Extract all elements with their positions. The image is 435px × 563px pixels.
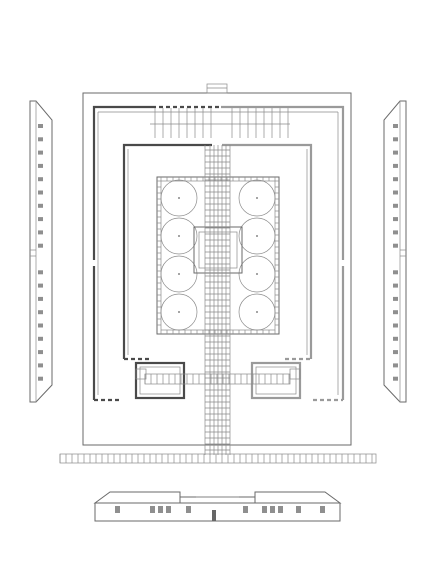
- garden-bed: [160, 179, 198, 217]
- front-elevation: [93, 491, 342, 522]
- elevation-window: [166, 506, 171, 513]
- top-gatehouse: [206, 83, 228, 94]
- elevation-window: [38, 323, 43, 328]
- elevation-window: [38, 137, 43, 142]
- elevation-window: [115, 506, 120, 513]
- elevation-window: [393, 203, 398, 208]
- elevation-window: [38, 124, 43, 128]
- left-corner-pavilion: [134, 361, 186, 400]
- elevation-window: [158, 506, 163, 513]
- outer-building-walls: [92, 105, 345, 402]
- right-side-elevation: [383, 100, 407, 403]
- elevation-window: [393, 150, 398, 155]
- elevation-window: [243, 506, 248, 513]
- elevation-window: [393, 137, 398, 142]
- garden-bed: [238, 217, 276, 255]
- elevation-window: [38, 336, 43, 341]
- elevation-window: [393, 243, 398, 248]
- front-elevation-windows: [115, 506, 325, 513]
- right-corner-pavilion: [250, 361, 302, 400]
- lower-crossing-walkway: [144, 373, 291, 385]
- elevation-window: [38, 203, 43, 208]
- elevation-window: [186, 506, 191, 513]
- inner-building-walls: [122, 143, 313, 361]
- front-door: [212, 510, 216, 521]
- site-plan: [59, 83, 377, 464]
- elevation-window: [393, 283, 398, 288]
- elevation-window: [393, 217, 398, 222]
- elevation-window: [38, 363, 43, 368]
- garden-bed: [160, 217, 198, 255]
- elevation-window: [38, 310, 43, 315]
- elevation-window: [38, 296, 43, 301]
- elevation-window: [38, 350, 43, 355]
- elevation-window: [150, 506, 155, 513]
- elevation-window: [38, 190, 43, 195]
- left-side-elevation: [29, 100, 53, 403]
- elevation-window: [393, 190, 398, 195]
- elevation-window: [393, 376, 398, 381]
- elevation-window: [393, 270, 398, 275]
- courtyard-grid-ticks: [157, 177, 279, 334]
- garden-bed: [238, 255, 276, 293]
- elevation-window: [262, 506, 267, 513]
- garden-bed: [238, 293, 276, 331]
- garden-bed: [160, 255, 198, 293]
- right-elevation-windows: [393, 124, 398, 381]
- elevation-window: [393, 230, 398, 235]
- garden-bed: [160, 293, 198, 331]
- elevation-window: [38, 163, 43, 168]
- elevation-window: [38, 283, 43, 288]
- elevation-window: [393, 124, 398, 128]
- top-passage-ribs: [150, 108, 290, 138]
- boundary-fence: [59, 453, 377, 464]
- elevation-window: [38, 270, 43, 275]
- elevation-window: [38, 177, 43, 182]
- elevation-window: [38, 150, 43, 155]
- elevation-window: [296, 506, 301, 513]
- elevation-window: [393, 310, 398, 315]
- elevation-window: [393, 177, 398, 182]
- elevation-window: [393, 296, 398, 301]
- elevation-window: [393, 363, 398, 368]
- circular-garden-beds: [160, 179, 276, 331]
- garden-bed: [238, 179, 276, 217]
- elevation-window: [393, 163, 398, 168]
- elevation-window: [38, 230, 43, 235]
- left-elevation-windows: [38, 124, 43, 381]
- elevation-window: [38, 217, 43, 222]
- elevation-window: [393, 323, 398, 328]
- elevation-window: [278, 506, 283, 513]
- elevation-window: [38, 243, 43, 248]
- elevation-window: [38, 376, 43, 381]
- elevation-window: [270, 506, 275, 513]
- central-axis-walkway: [204, 145, 231, 455]
- elevation-window: [393, 336, 398, 341]
- elevation-window: [320, 506, 325, 513]
- central-courtyard: [156, 176, 280, 335]
- elevation-window: [393, 350, 398, 355]
